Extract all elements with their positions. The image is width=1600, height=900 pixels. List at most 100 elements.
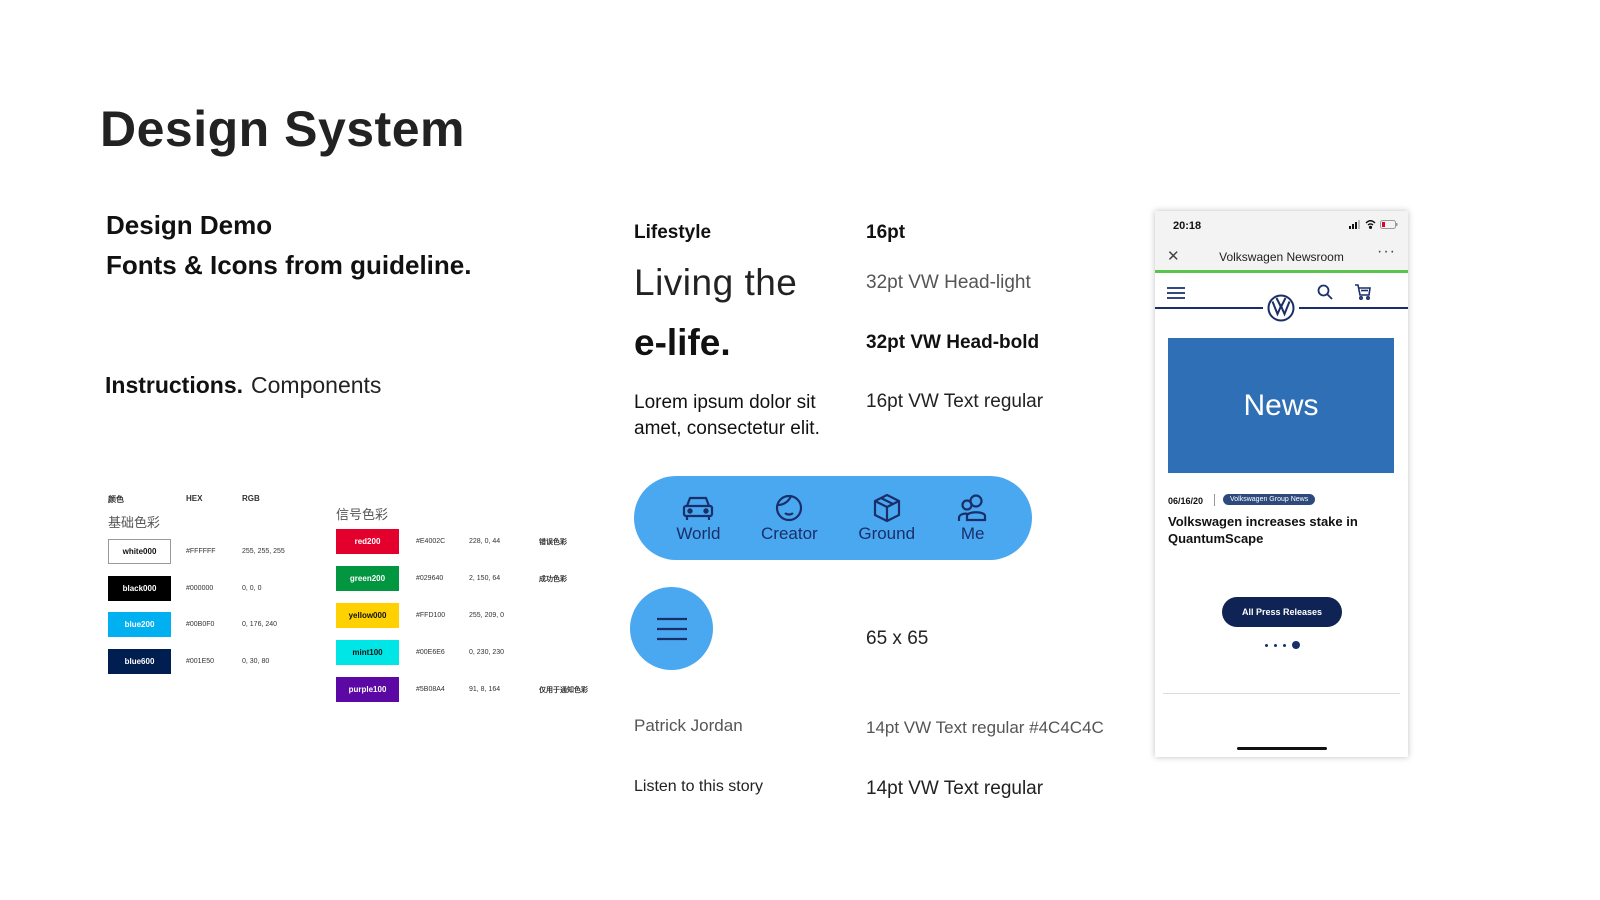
color-swatch-blue600: blue600 <box>108 648 171 674</box>
rgb-value: 255, 209, 0 <box>469 612 505 619</box>
status-icons <box>1349 220 1398 229</box>
rgb-value: 0, 0, 0 <box>242 584 262 592</box>
more-options-icon[interactable]: ··· <box>1377 243 1396 260</box>
person-face-icon <box>776 494 803 521</box>
news-category-tag[interactable]: Volkswagen Group News <box>1223 494 1316 505</box>
color-swatch-yellow000: yellow000 <box>336 603 399 628</box>
news-date: 06/16/20 <box>1168 496 1204 506</box>
menu-fab-button[interactable] <box>630 587 713 670</box>
color-swatch-green200: green200 <box>336 566 399 591</box>
lorem-line-1: Lorem ipsum dolor sit <box>634 392 816 413</box>
listen-sample: Listen to this story <box>634 778 763 795</box>
hex-value: #029640 <box>416 575 444 582</box>
color-swatch-purple100: purple100 <box>336 677 399 702</box>
close-icon[interactable]: ✕ <box>1167 248 1180 265</box>
pagination-dots <box>1265 641 1300 649</box>
design-demo-label: Design Demo <box>106 210 273 240</box>
lifestyle-label: Lifestyle <box>634 222 712 243</box>
head-light-spec: 32pt VW Head-light <box>866 272 1031 293</box>
cart-icon[interactable] <box>1354 284 1371 300</box>
tab-bar: World Creator Ground Me <box>634 476 1032 560</box>
basic-palette: 颜色 HEX RGB 基础色彩 white000 #FFFFFF 255, 255,… <box>108 494 308 694</box>
home-indicator[interactable] <box>1237 747 1327 750</box>
rgb-value: 0, 30, 80 <box>242 657 270 665</box>
hex-value: #00E6E6 <box>416 649 445 656</box>
hex-value: #E4002C <box>416 538 446 545</box>
users-icon <box>957 493 986 521</box>
tab-creator[interactable]: Creator <box>761 493 818 544</box>
news-banner[interactable]: News <box>1168 338 1394 473</box>
col-header-hex: HEX <box>186 494 203 503</box>
news-headline[interactable]: Volkswagen increases stake in QuantumSca… <box>1168 514 1358 546</box>
lorem-line-2: amet, consectetur elit. <box>634 418 820 439</box>
basic-palette-title: 基础色彩 <box>108 515 161 530</box>
fab-size-spec: 65 x 65 <box>866 628 929 649</box>
text-regular-spec: 16pt VW Text regular <box>866 391 1044 412</box>
listen-spec: 14pt VW Text regular <box>866 778 1044 799</box>
color-swatch-black000: black000 <box>108 575 171 601</box>
hex-value: #00B0F0 <box>186 621 215 628</box>
instructions-bold: Instructions. <box>105 372 244 398</box>
elife-sample: e-life. <box>634 322 731 363</box>
tab-creator-label: Creator <box>761 523 818 543</box>
all-press-releases-button[interactable]: All Press Releases <box>1222 597 1342 627</box>
hex-value: #FFFFFF <box>186 548 216 555</box>
pagination-dot[interactable] <box>1283 643 1286 647</box>
search-icon[interactable] <box>1317 284 1333 300</box>
car-icon <box>683 496 714 520</box>
signal-icon <box>1349 220 1360 229</box>
status-time: 20:18 <box>1173 220 1202 232</box>
hex-value: #000000 <box>186 584 214 592</box>
browser-bar: ✕ Volkswagen Newsroom ··· <box>1155 241 1408 273</box>
page-title: Design System <box>100 101 465 157</box>
hamburger-menu-icon <box>656 617 687 640</box>
hamburger-icon[interactable] <box>1167 286 1185 300</box>
signal-palette: 信号色彩 red200 #E4002C 228, 0, 44 错误色彩 green200… <box>336 504 616 704</box>
pagination-dot[interactable] <box>1265 643 1268 647</box>
instructions-components: Components <box>251 372 382 398</box>
col-header-color: 颜色 <box>108 495 124 504</box>
vw-logo[interactable] <box>1267 294 1295 322</box>
phone-mockup: 20:18 ✕ Volkswagen Newsroom ··· News 06/… <box>1155 211 1408 757</box>
tab-ground[interactable]: Ground <box>858 493 915 544</box>
signal-palette-title: 信号色彩 <box>336 507 389 522</box>
tab-ground-label: Ground <box>858 523 916 543</box>
tab-me[interactable]: Me <box>956 493 990 544</box>
usage-note: 成功色彩 <box>539 576 567 583</box>
author-sample: Patrick Jordan <box>634 716 743 735</box>
living-the-sample: Living the <box>634 262 798 303</box>
rgb-value: 255, 255, 255 <box>242 548 285 555</box>
app-bar <box>1155 276 1408 318</box>
color-swatch-blue200: blue200 <box>108 612 171 637</box>
tab-world-label: World <box>676 523 721 543</box>
author-spec: 14pt VW Text regular #4C4C4C <box>866 718 1104 737</box>
color-swatch-white000: white000 <box>108 539 171 564</box>
browser-title: Volkswagen Newsroom <box>1219 250 1344 264</box>
color-swatch-red200: red200 <box>336 529 399 554</box>
color-swatch-mint100: mint100 <box>336 640 399 665</box>
status-bar: 20:18 <box>1155 211 1408 241</box>
instructions-line: Instructions. Components <box>105 372 381 399</box>
rgb-value: 0, 176, 240 <box>242 621 278 628</box>
head-bold-spec: 32pt VW Head-bold <box>866 332 1040 353</box>
size-16-label: 16pt <box>866 222 906 243</box>
hex-value: #5B08A4 <box>416 686 445 693</box>
app-bar-divider-left <box>1155 307 1263 309</box>
lorem-sample: Lorem ipsum dolor sit amet, consectetur … <box>634 390 820 442</box>
pagination-dot[interactable] <box>1274 643 1277 647</box>
box-icon <box>873 493 900 522</box>
rgb-value: 228, 0, 44 <box>469 538 501 545</box>
battery-icon <box>1380 220 1398 229</box>
usage-note: 错误色彩 <box>539 539 567 546</box>
pagination-dot-active[interactable] <box>1292 641 1300 649</box>
wifi-icon <box>1365 220 1376 229</box>
content-divider <box>1163 693 1400 694</box>
col-header-rgb: RGB <box>242 494 260 503</box>
rgb-value: 0, 230, 230 <box>469 649 505 656</box>
rgb-value: 91, 8, 164 <box>469 686 501 693</box>
usage-note: 仅用于通知色彩 <box>539 687 588 694</box>
app-bar-divider-right <box>1299 307 1408 309</box>
tab-world[interactable]: World <box>676 493 720 544</box>
news-separator <box>1214 494 1215 506</box>
tab-me-label: Me <box>960 523 985 543</box>
